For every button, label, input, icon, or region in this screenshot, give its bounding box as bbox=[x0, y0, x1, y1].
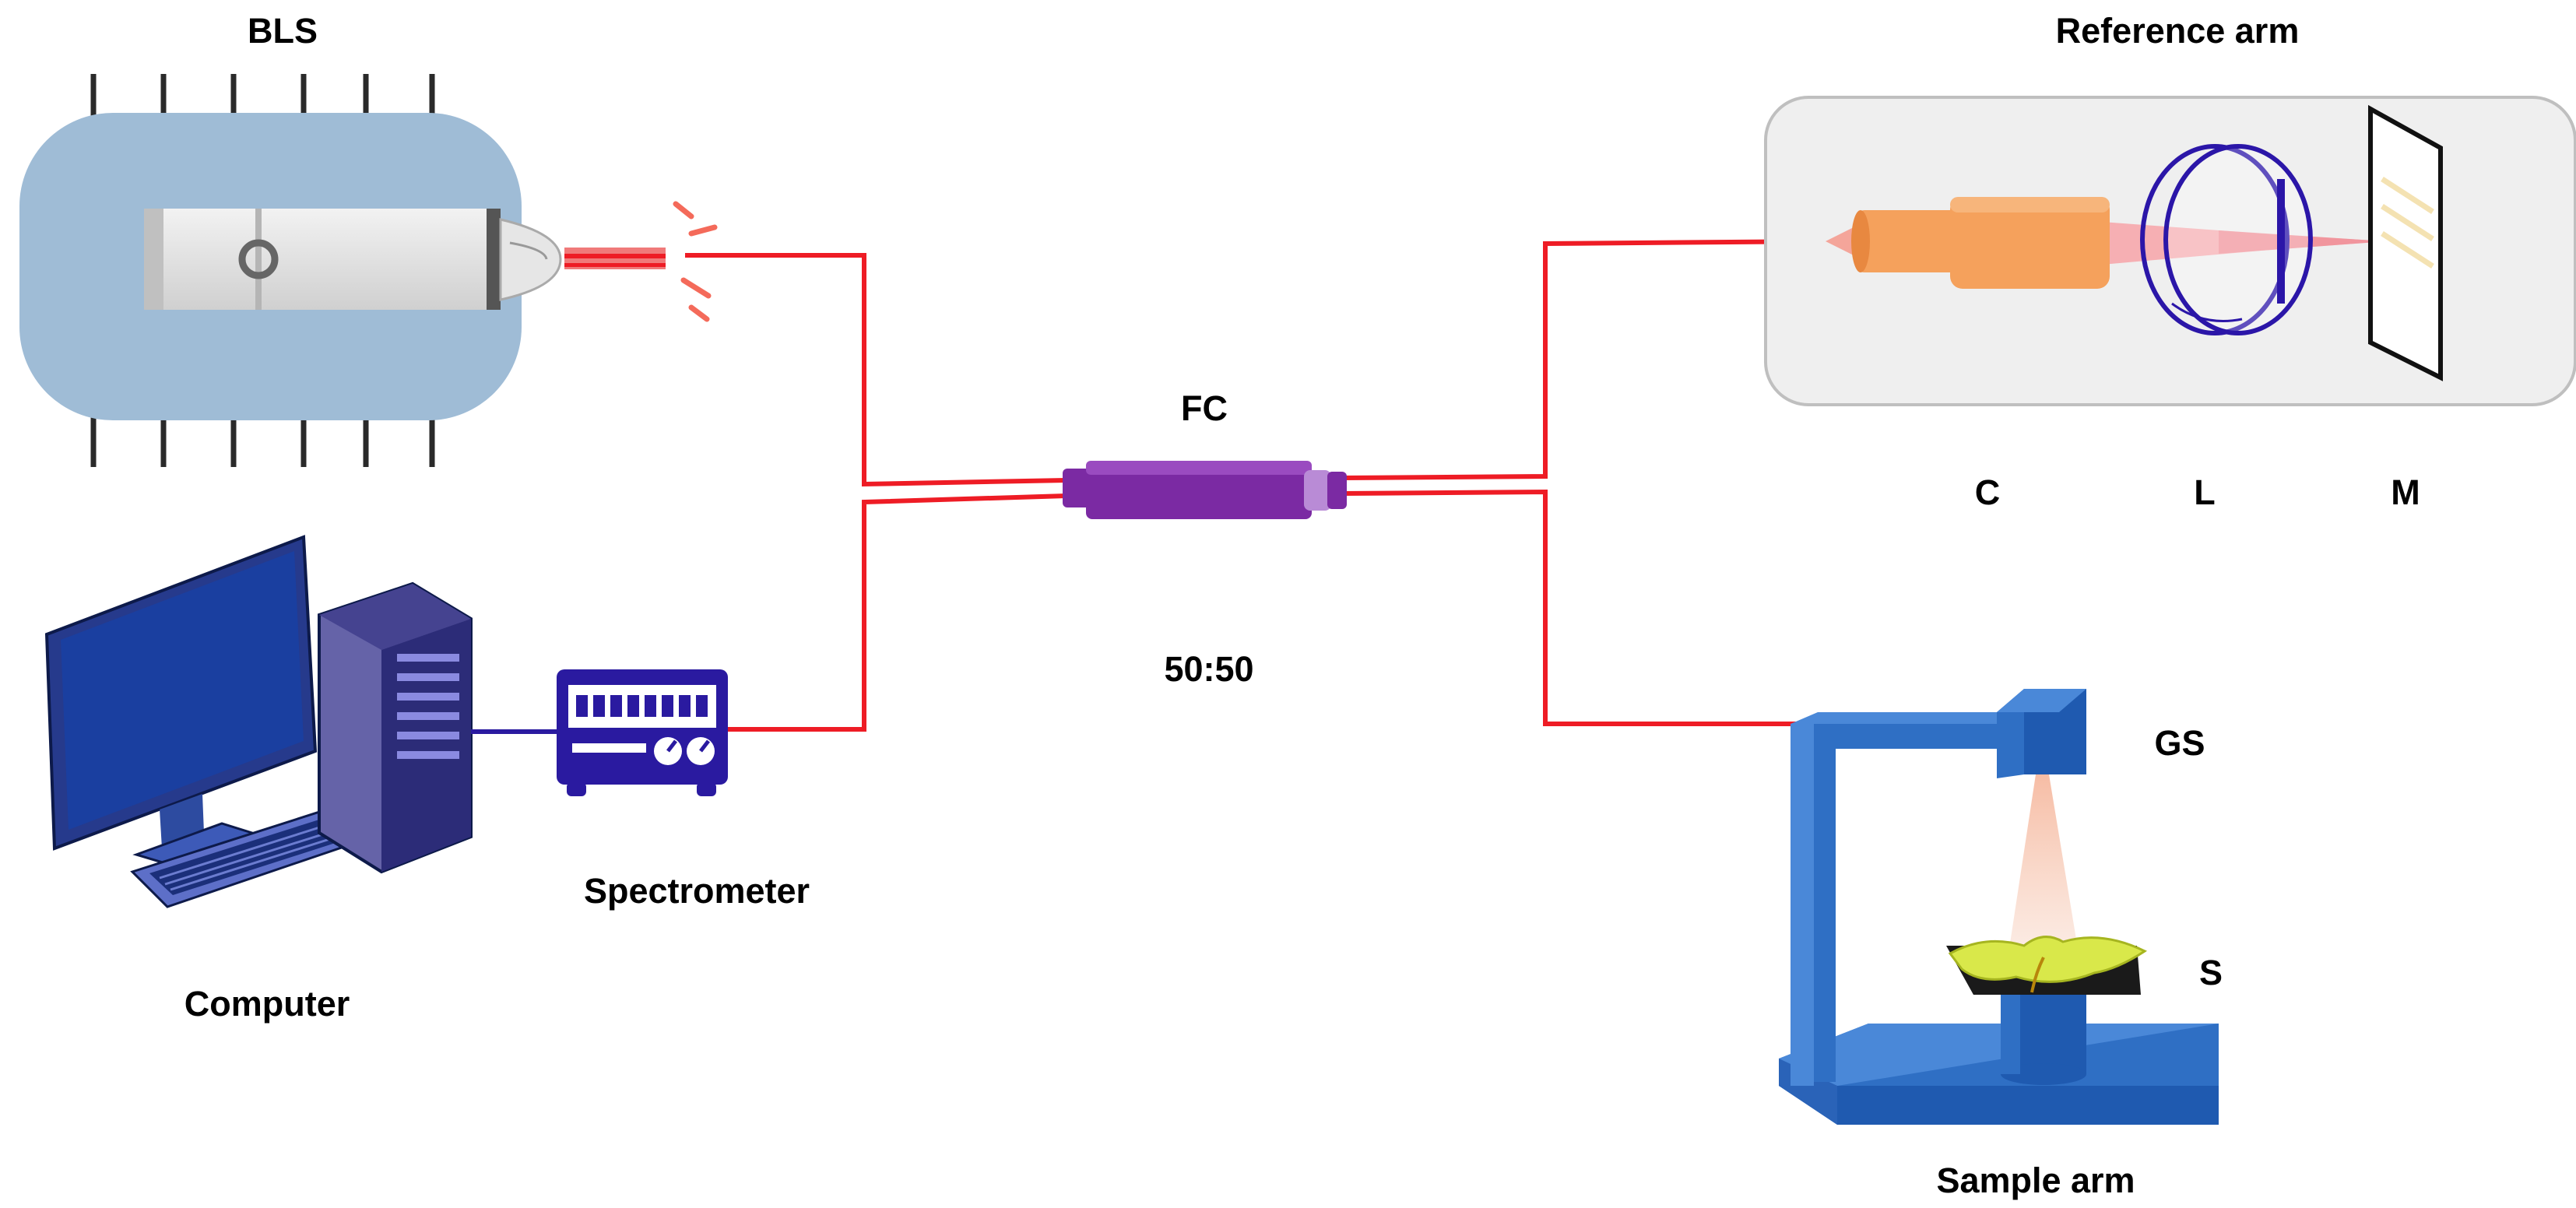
label-m: M bbox=[2391, 472, 2420, 512]
galvo-scanner-icon bbox=[1997, 689, 2086, 778]
label-reference-arm: Reference arm bbox=[2056, 11, 2300, 51]
label-gs: GS bbox=[2154, 723, 2205, 763]
label-s: S bbox=[2199, 953, 2223, 992]
fiber-coupler-icon bbox=[1063, 461, 1347, 519]
fiber-sample bbox=[1342, 489, 1814, 726]
label-spectrometer: Spectrometer bbox=[584, 871, 810, 911]
beam-sample bbox=[2008, 774, 2079, 953]
lens-icon bbox=[2140, 144, 2313, 335]
mirror-icon bbox=[2368, 104, 2443, 381]
label-ratio: 50:50 bbox=[1164, 649, 1253, 689]
fiber-spectrometer bbox=[728, 493, 1067, 732]
fiber-reference bbox=[1342, 239, 1822, 480]
light-source-icon bbox=[19, 74, 718, 467]
collimator-icon bbox=[1851, 197, 2110, 289]
label-fc: FC bbox=[1181, 388, 1228, 428]
label-computer: Computer bbox=[185, 984, 350, 1024]
sample-icon bbox=[1946, 936, 2148, 995]
label-c: C bbox=[1975, 472, 2001, 512]
computer-icon bbox=[44, 535, 473, 908]
fiber-source bbox=[685, 253, 1067, 487]
sample-stage-icon bbox=[1779, 712, 2219, 1125]
optical-fibers bbox=[685, 239, 1822, 732]
label-sample-arm: Sample arm bbox=[1936, 1161, 2135, 1200]
spectrometer-icon bbox=[557, 669, 728, 796]
label-l: L bbox=[2194, 472, 2216, 512]
label-bls: BLS bbox=[248, 11, 318, 51]
